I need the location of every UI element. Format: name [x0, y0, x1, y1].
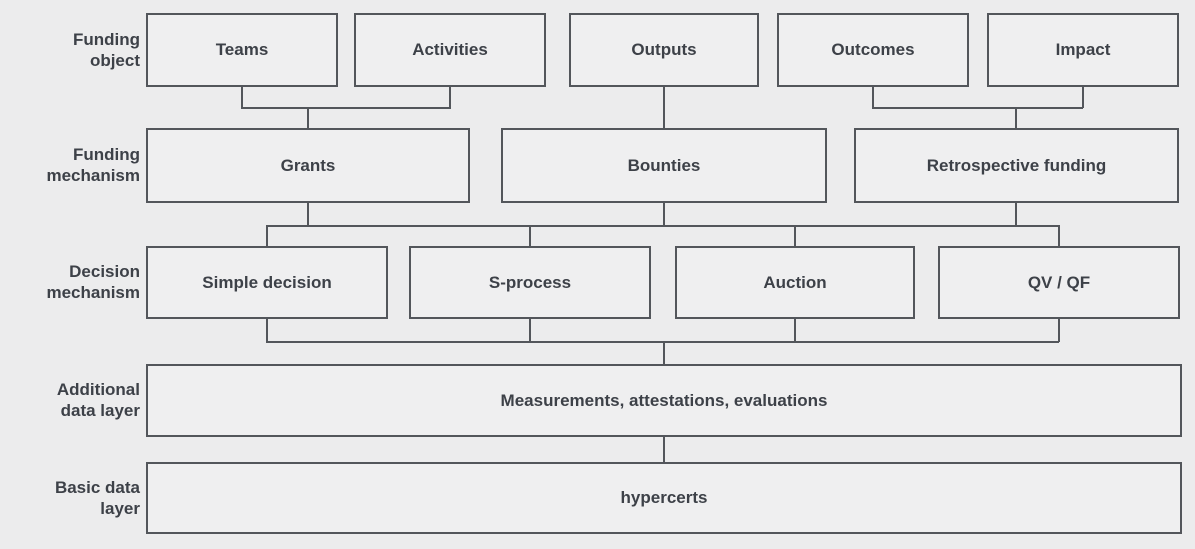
- box-label: QV / QF: [1027, 272, 1091, 292]
- connector-bus-to-simple-decision: [266, 225, 268, 246]
- row-label-line: layer: [100, 499, 140, 518]
- connector-bus-teams-activities: [241, 107, 451, 109]
- connector-auction-down: [794, 319, 796, 342]
- box-label: Bounties: [627, 155, 701, 175]
- row-label-additional-data-layer: Additional data layer: [0, 379, 140, 421]
- box-label: Grants: [280, 155, 336, 175]
- connector-bus-to-retrospective: [1015, 107, 1017, 128]
- row-label-line: object: [89, 51, 140, 70]
- row-label-line: Funding: [72, 30, 140, 49]
- row-label-line: Additional: [56, 380, 140, 399]
- row-label-line: Funding: [72, 145, 140, 164]
- connector-bus-to-s-process: [529, 225, 531, 246]
- box-label: Activities: [412, 40, 488, 59]
- box-label: Outcomes: [831, 40, 915, 59]
- box-impact: Impact: [987, 13, 1179, 87]
- box-label: S-process: [488, 272, 572, 292]
- box-hypercerts: hypercerts: [146, 462, 1182, 534]
- connector-bus-to-auction: [794, 225, 796, 246]
- box-activities: Activities: [354, 13, 546, 87]
- box-outputs: Outputs: [569, 13, 759, 87]
- row-label-line: mechanism: [46, 166, 140, 185]
- box-label: Simple decision: [202, 272, 332, 292]
- box-label: Retrospective funding: [926, 155, 1107, 175]
- box-label: Impact: [1055, 40, 1111, 59]
- box-auction: Auction: [675, 246, 915, 319]
- row-label-funding-object: Funding object: [0, 29, 140, 71]
- connector-grants-down: [307, 203, 309, 226]
- box-label: Measurements, attestations, evaluations: [500, 390, 828, 410]
- row-label-line: mechanism: [46, 283, 140, 302]
- row-label-line: Decision: [69, 262, 140, 281]
- box-retrospective-funding: Retrospective funding: [854, 128, 1179, 203]
- box-bounties: Bounties: [501, 128, 827, 203]
- box-qv-qf: QV / QF: [938, 246, 1180, 319]
- row-label-line: Basic data: [54, 478, 140, 497]
- row-label-funding-mechanism: Funding mechanism: [0, 144, 140, 186]
- connector-bounties-down: [663, 203, 665, 226]
- connector-s-process-down: [529, 319, 531, 342]
- row-label-basic-data-layer: Basic data layer: [0, 477, 140, 519]
- connector-bus-to-measurements: [663, 341, 665, 364]
- box-grants: Grants: [146, 128, 470, 203]
- box-label: hypercerts: [620, 488, 708, 507]
- connector-simple-decision-down: [266, 319, 268, 342]
- connector-teams-down: [241, 87, 243, 108]
- connector-bus-to-grants: [307, 107, 309, 128]
- connector-outputs-to-bounties: [663, 87, 665, 128]
- row-label-line: data layer: [60, 401, 140, 420]
- box-simple-decision: Simple decision: [146, 246, 388, 319]
- connector-impact-down: [1082, 87, 1084, 108]
- box-teams: Teams: [146, 13, 338, 87]
- connector-measurements-to-hypercerts: [663, 437, 665, 462]
- box-label: Auction: [763, 272, 827, 292]
- connector-qv-qf-down: [1058, 319, 1060, 342]
- box-label: Outputs: [631, 40, 697, 59]
- connector-outcomes-down: [872, 87, 874, 108]
- connector-bus-outcomes-impact: [872, 107, 1083, 109]
- connector-bus-decision-to-data: [266, 341, 1059, 343]
- box-s-process: S-process: [409, 246, 651, 319]
- connector-retrospective-down: [1015, 203, 1017, 226]
- connector-bus-funding-to-decision: [266, 225, 1059, 227]
- box-label: Teams: [215, 40, 269, 59]
- row-label-decision-mechanism: Decision mechanism: [0, 261, 140, 303]
- connector-bus-to-qv-qf: [1058, 225, 1060, 246]
- box-outcomes: Outcomes: [777, 13, 969, 87]
- box-measurements-attestations-evaluations: Measurements, attestations, evaluations: [146, 364, 1182, 437]
- connector-activities-down: [449, 87, 451, 108]
